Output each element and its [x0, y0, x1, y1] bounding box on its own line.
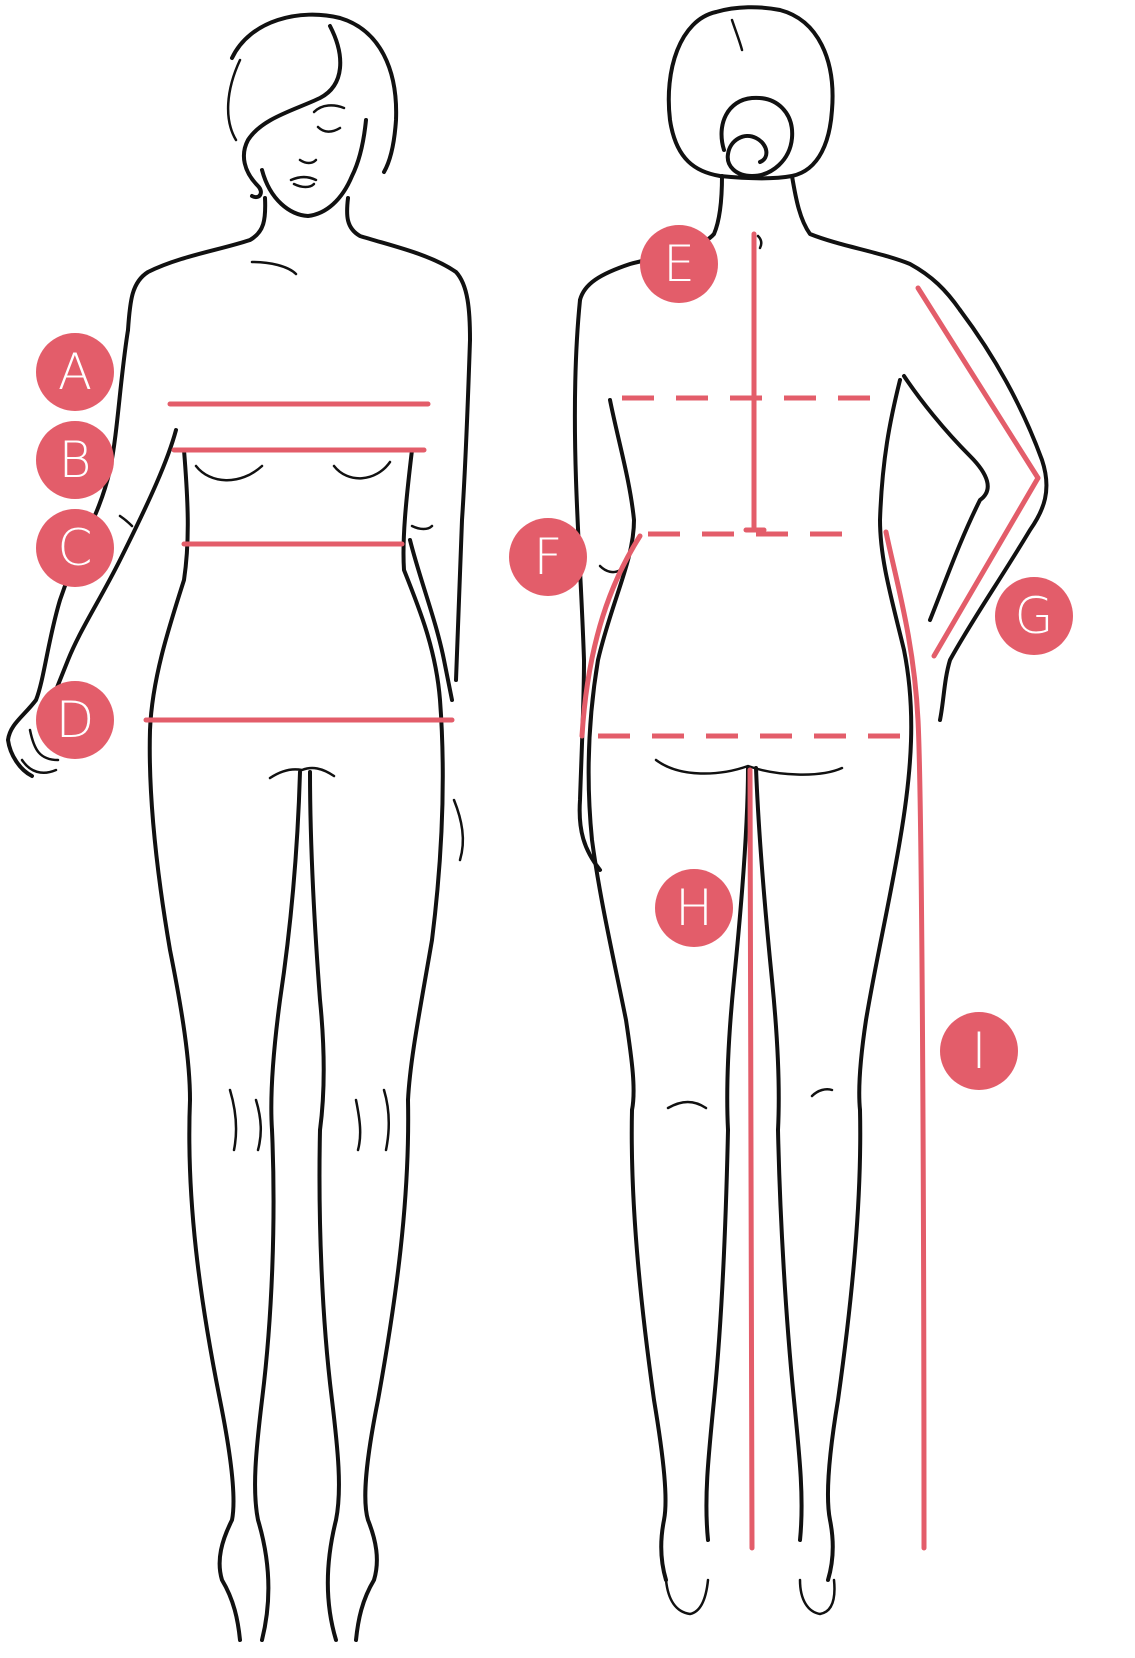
- line-g-sleeve-upper: [915, 285, 1041, 481]
- back-knees: [666, 1088, 834, 1110]
- front-bust: [194, 460, 392, 482]
- front-hair: [230, 12, 399, 174]
- measurement-lines: [143, 231, 1041, 1551]
- front-left-hand: [20, 728, 60, 774]
- front-crotch: [268, 766, 336, 780]
- badge-c-label: C: [58, 519, 93, 577]
- back-inner-legs: [725, 766, 781, 1132]
- back-torso-left: [586, 398, 636, 1112]
- badge-d: D: [36, 681, 114, 759]
- line-i-outseam: [883, 529, 927, 1551]
- back-head: [666, 5, 835, 181]
- front-brow: [312, 104, 346, 114]
- badge-i-label: I: [972, 1022, 987, 1080]
- badge-b: B: [36, 421, 114, 499]
- badge-e-label: E: [663, 235, 695, 293]
- badge-i: I: [940, 1012, 1018, 1090]
- badge-e: E: [640, 225, 718, 303]
- badge-d-label: D: [56, 691, 95, 749]
- back-left-hand-mark: [598, 564, 622, 574]
- badge-g-label: G: [1015, 587, 1054, 645]
- back-bun: [719, 95, 795, 178]
- back-right-arm-inner: [902, 374, 990, 622]
- back-left-arm: [572, 298, 602, 872]
- back-torso-right: [857, 378, 914, 1112]
- front-left-arm-outer: [6, 328, 130, 778]
- badge-g: G: [995, 577, 1073, 655]
- badge-f: F: [509, 518, 587, 596]
- back-figure: [572, 5, 1049, 1616]
- front-knees: [228, 1088, 390, 1152]
- front-lips: [289, 175, 318, 189]
- badge-h: H: [655, 869, 733, 947]
- front-right-arm-inner: [408, 538, 454, 702]
- line-f-waist-to-hip: [579, 533, 643, 739]
- front-lower-leg-right: [354, 1098, 411, 1642]
- front-torso-left: [147, 448, 192, 1102]
- front-eye: [316, 125, 342, 133]
- badge-a: A: [36, 333, 114, 411]
- front-neck-right: [345, 196, 472, 342]
- front-left-arm-inner: [44, 428, 178, 717]
- back-lower-leg-left: [629, 1108, 730, 1582]
- back-hair-part: [730, 18, 744, 52]
- front-collarbone: [250, 260, 298, 276]
- back-neck-bump: [756, 234, 763, 250]
- front-lower-leg-left-inner: [253, 1128, 276, 1642]
- front-right-arm-outer: [454, 338, 472, 682]
- back-neck: [578, 174, 962, 312]
- back-right-arm-outer: [938, 308, 1049, 722]
- front-waist-marks: [118, 514, 434, 531]
- front-face: [260, 118, 368, 218]
- back-lower-leg-right: [776, 1108, 863, 1582]
- front-torso-right: [401, 448, 445, 1102]
- line-g-sleeve-lower: [931, 475, 1041, 659]
- badge-a-label: A: [58, 343, 92, 401]
- front-nose: [298, 158, 318, 165]
- badge-b-label: B: [59, 431, 92, 489]
- front-lower-leg-right-inner: [317, 1128, 341, 1642]
- front-neck-left: [126, 196, 268, 332]
- front-hair-left: [226, 58, 242, 142]
- front-figure: [6, 12, 472, 1642]
- badge-h-label: H: [675, 879, 713, 937]
- badge-f-label: F: [534, 528, 563, 586]
- front-inner-legs: [269, 770, 326, 1132]
- badge-c: C: [36, 509, 114, 587]
- front-right-hand: [452, 798, 465, 862]
- front-hair-sweep: [241, 24, 343, 199]
- front-lower-leg-left: [187, 1098, 242, 1642]
- line-h-inseam: [747, 767, 755, 1551]
- back-feet: [664, 1578, 836, 1616]
